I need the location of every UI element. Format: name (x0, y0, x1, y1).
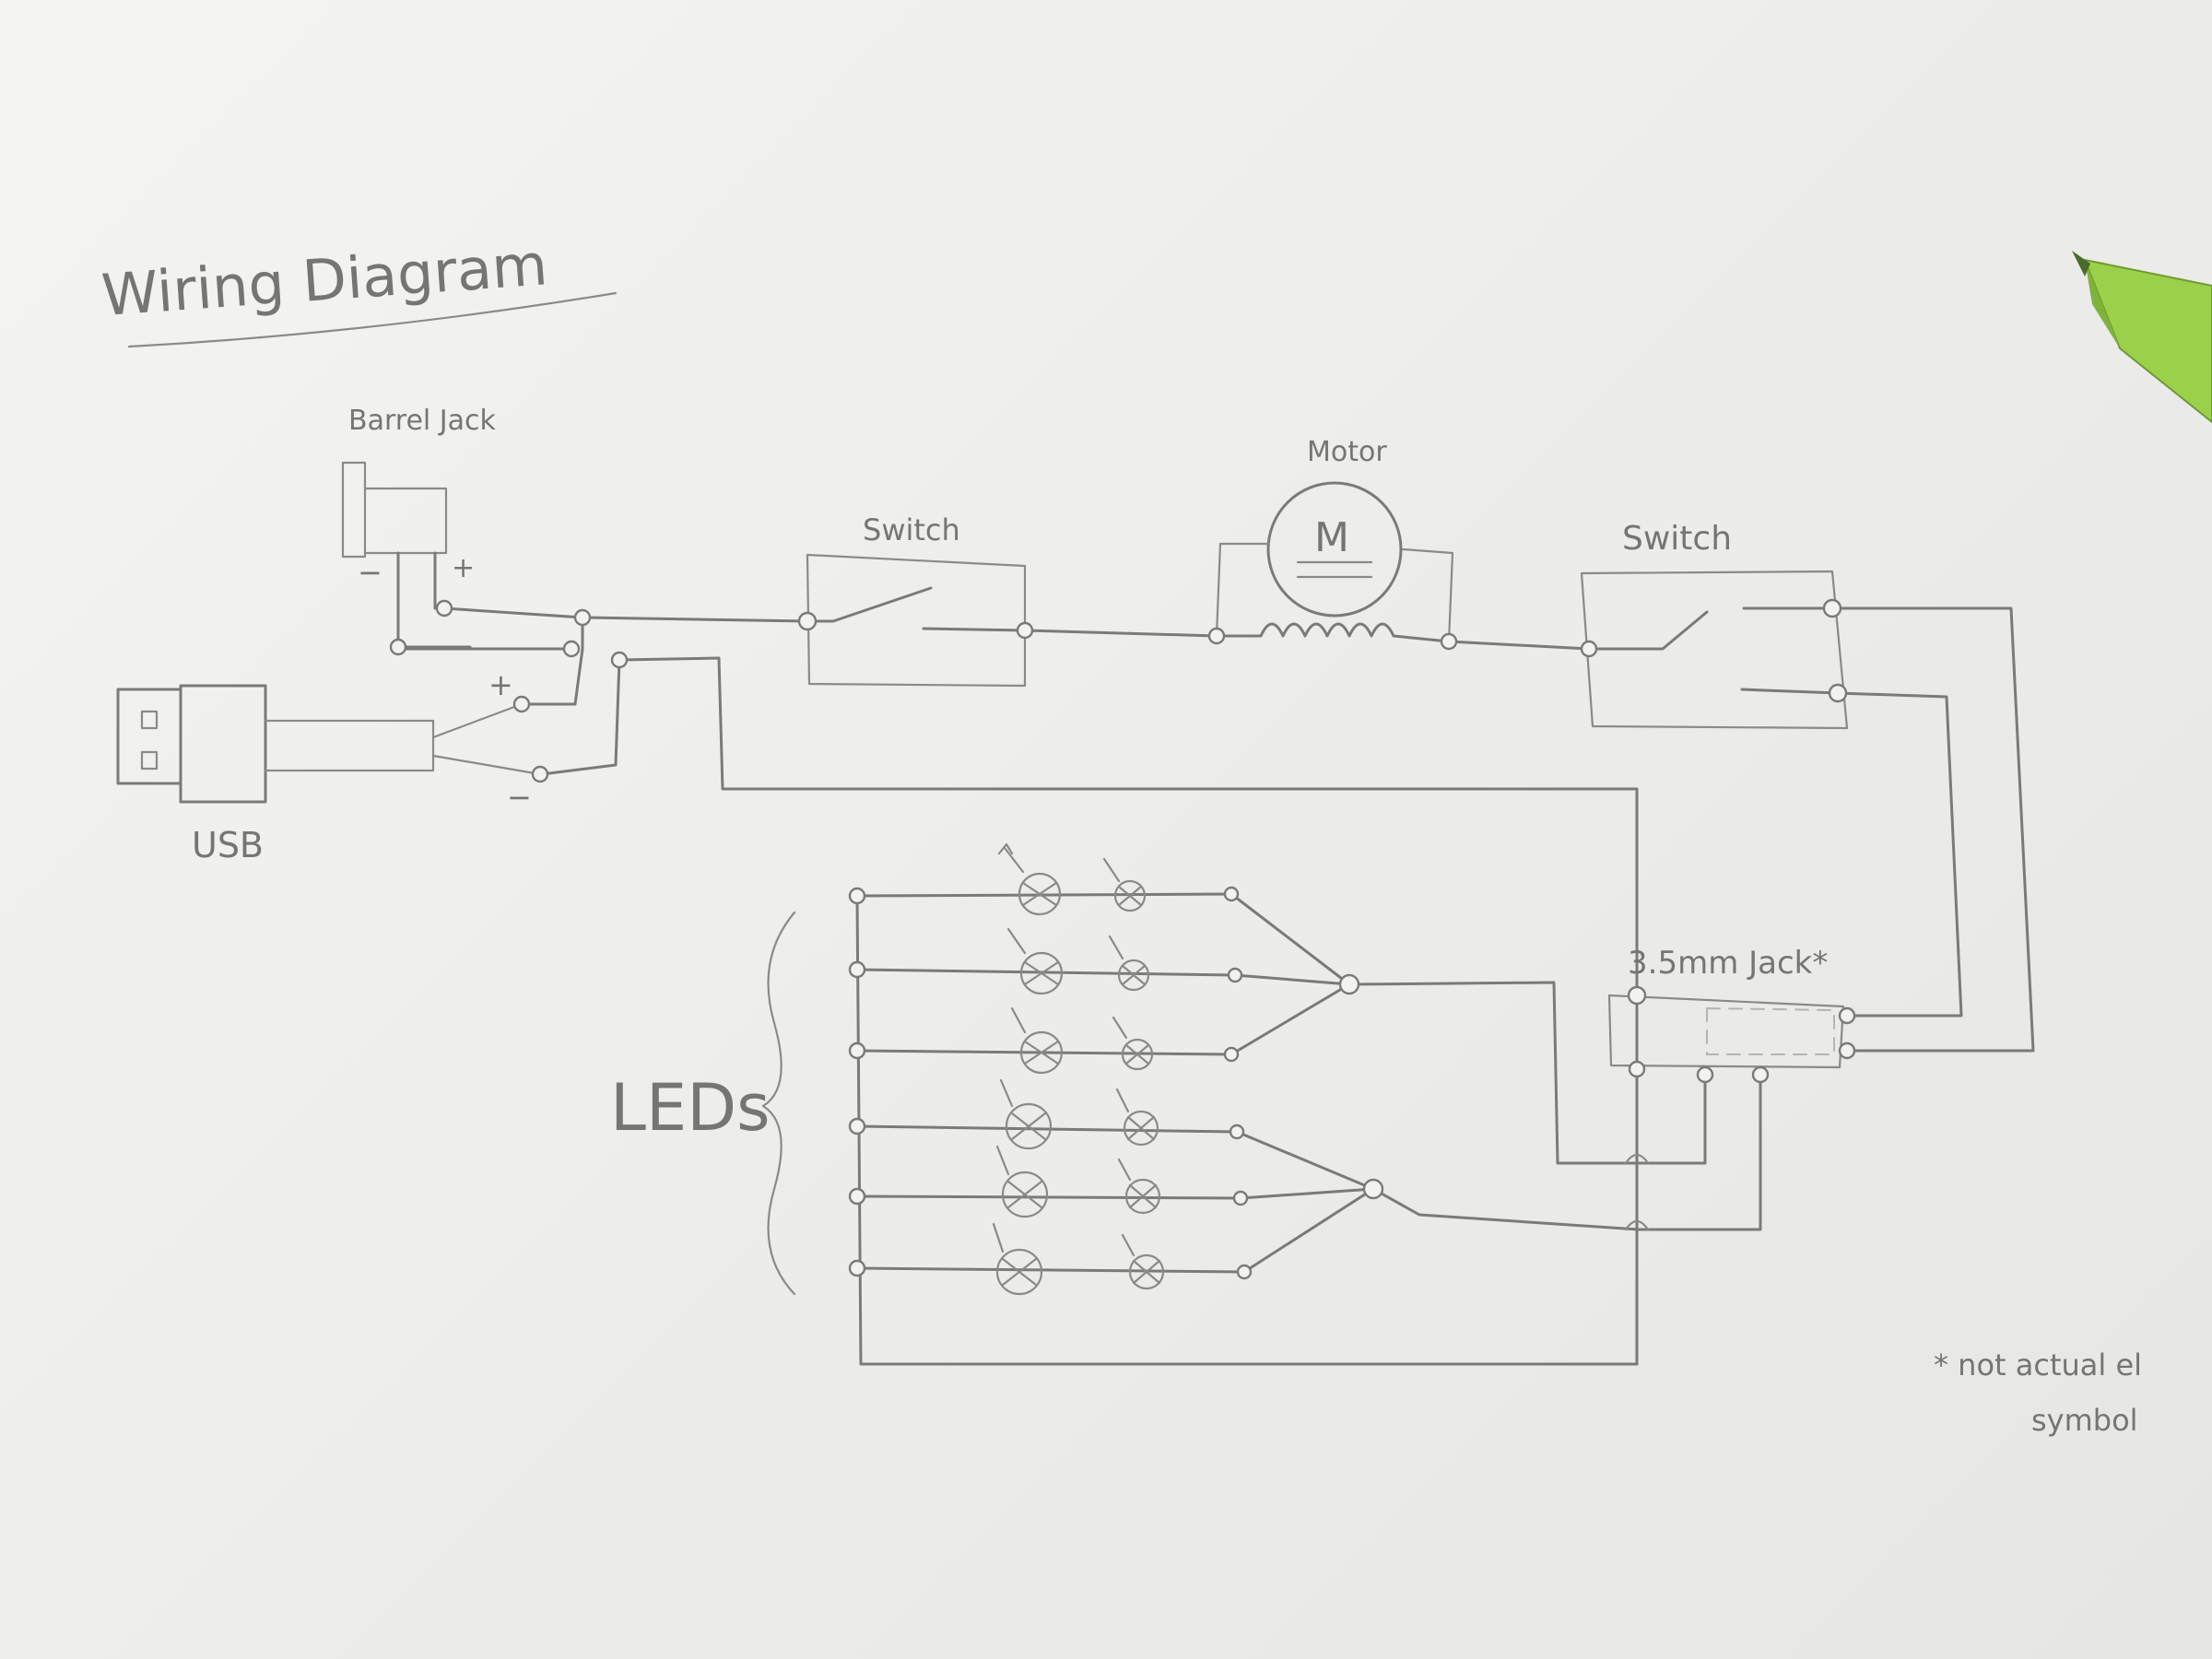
motor: Motor M (1215, 436, 1591, 651)
footnote: * not actual el symbol (1934, 1347, 2142, 1438)
led-2b (1108, 935, 1150, 992)
footnote-line-1: * not actual el (1934, 1347, 2142, 1382)
led-symbols (992, 842, 1165, 1296)
led-3b (1112, 1016, 1154, 1071)
led-5a (995, 1145, 1049, 1218)
switch-1: Switch (806, 512, 1218, 688)
audio-jack: 3.5mm Jack* (855, 894, 1845, 1366)
barrel-jack-label: Barrel Jack (348, 405, 497, 437)
footnote-line-2: symbol (2031, 1403, 2138, 1438)
barrel-jack-minus: − (358, 555, 382, 590)
led-array: LEDs (610, 892, 1677, 1296)
led-6a (992, 1222, 1043, 1296)
usb-plug: USB + − (116, 667, 542, 865)
led-4a (999, 1078, 1053, 1150)
led-2a (1006, 927, 1064, 995)
usb-plus: + (488, 667, 513, 702)
motor-label: Motor (1307, 436, 1387, 468)
led-3a (1010, 1006, 1064, 1075)
audio-jack-label: 3.5mm Jack* (1628, 945, 1828, 982)
connection-nodes (389, 598, 1856, 1280)
switch-2: Switch (1580, 520, 2035, 1053)
barrel-jack-plus: + (452, 552, 475, 584)
usb-label: USB (192, 825, 264, 865)
title-group: Wiring Diagram (100, 230, 618, 348)
wire-crossings (1624, 1153, 1650, 1231)
switch-2-label: Switch (1622, 520, 1732, 558)
leds-label: LEDs (610, 1070, 771, 1146)
title-underline (127, 291, 618, 348)
diagram-title: Wiring Diagram (100, 230, 549, 329)
led-1a (997, 842, 1062, 916)
barrel-jack: Barrel Jack − + (341, 405, 497, 649)
led-1b (1102, 857, 1147, 912)
pen-icon (2072, 251, 2212, 424)
usb-minus: − (507, 780, 532, 815)
motor-symbol: M (1314, 514, 1349, 561)
led-5b (1117, 1158, 1161, 1215)
led-6b (1121, 1233, 1165, 1290)
led-4b (1115, 1088, 1159, 1147)
switch-1-label: Switch (863, 512, 960, 547)
